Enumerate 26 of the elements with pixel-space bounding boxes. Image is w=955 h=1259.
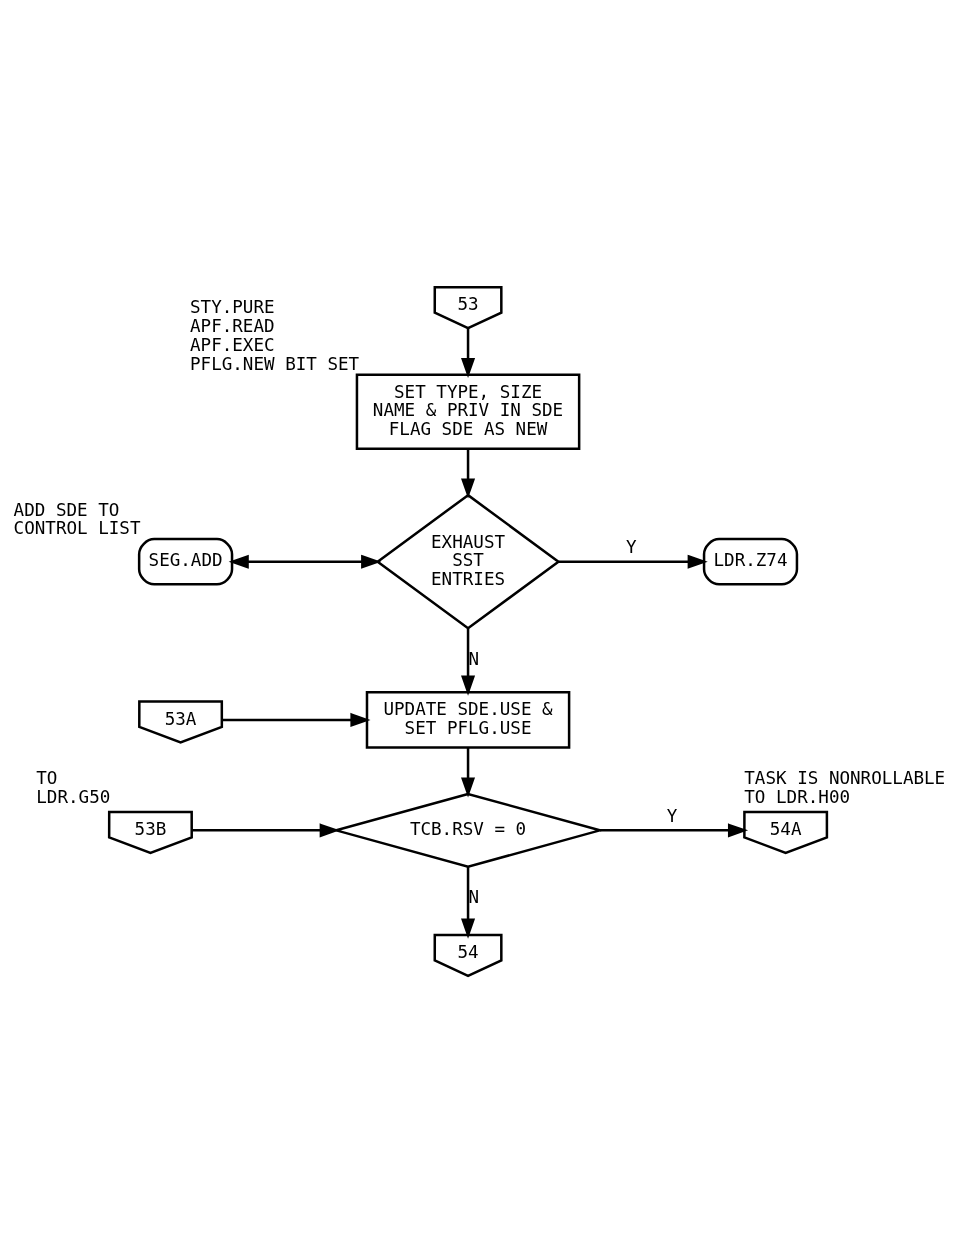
node-label: TO LDR.G50 bbox=[36, 768, 111, 807]
arrow bbox=[461, 449, 476, 499]
node-label: TASK IS NONROLLABLE TO LDR.H00 bbox=[744, 768, 946, 807]
node-box: LDR.Z74 bbox=[702, 537, 799, 586]
arrow bbox=[222, 712, 371, 727]
edge-label: N bbox=[468, 648, 479, 669]
arrow bbox=[558, 554, 708, 569]
edge-label: Y bbox=[666, 805, 678, 826]
node-box: SET TYPE, SIZE NAME & PRIV IN SDE FLAG SDE AS NEW bbox=[355, 373, 581, 450]
node-label: APF.EXEC bbox=[189, 335, 275, 356]
node-diamond: EXHAUST SST ENTRIES bbox=[375, 493, 561, 630]
arrow bbox=[600, 823, 749, 838]
arrow bbox=[461, 328, 476, 379]
node-box: UPDATE SDE.USE & SET PFLG.USE bbox=[365, 691, 571, 749]
arrow bbox=[192, 823, 340, 838]
arrow bbox=[461, 628, 476, 696]
arrow bbox=[461, 747, 476, 798]
edge-label: Y bbox=[625, 537, 637, 558]
edge-label: N bbox=[468, 887, 479, 908]
node-label: PFLG.NEW BIT SET bbox=[189, 353, 360, 374]
node-label: STY.PURE bbox=[189, 297, 275, 318]
node-box: SEG.ADD bbox=[137, 537, 234, 586]
arrow bbox=[461, 866, 476, 939]
arrow bbox=[228, 554, 382, 569]
node-label: APF.READ bbox=[189, 316, 275, 337]
node-label: ADD SDE TO CONTROL LIST bbox=[13, 499, 141, 539]
